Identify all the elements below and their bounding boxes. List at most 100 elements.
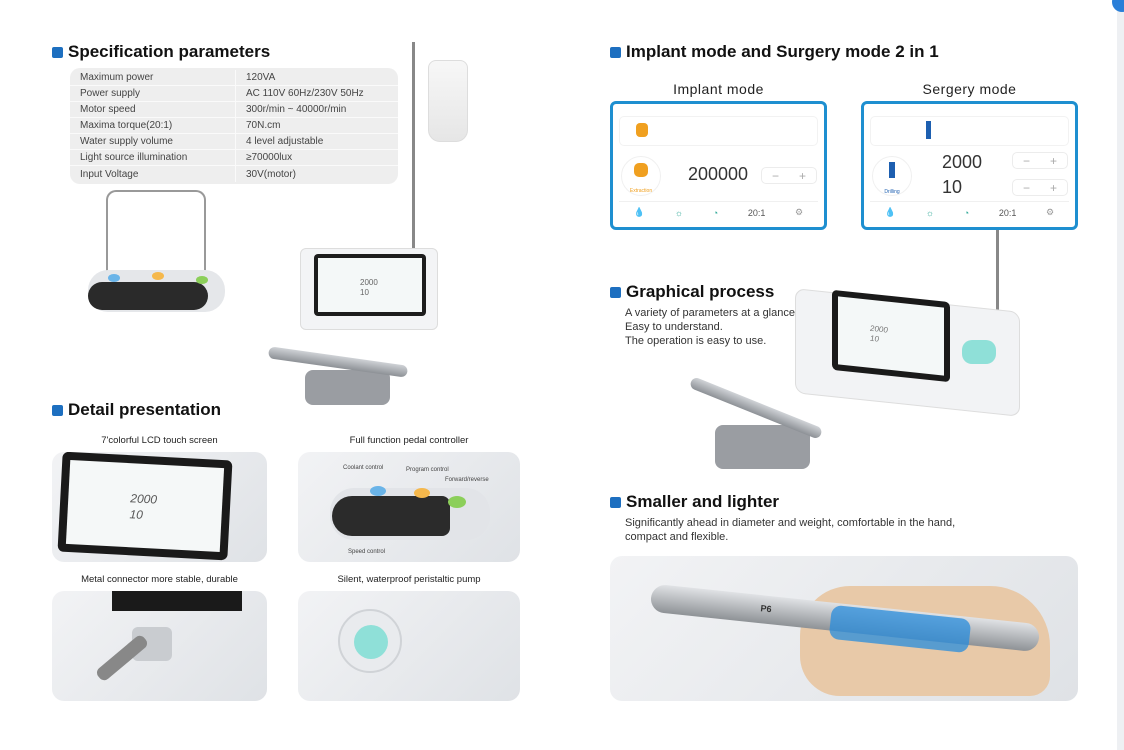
modes-title: Implant mode and Surgery mode 2 in 1 [626, 42, 939, 61]
spec-value: 300r/min ~ 40000r/min [246, 104, 347, 115]
surgery-toolbar: 💧 ☼ ◔ 20:1 ⚙ [870, 201, 1069, 223]
iv-pole [412, 42, 415, 252]
extraction-icon: Extraction [621, 156, 661, 196]
spec-key: Motor speed [70, 102, 236, 117]
settings-icon[interactable]: ⚙ [1046, 207, 1055, 217]
console-speed: 2000 [360, 278, 378, 287]
plus-button[interactable]: + [1049, 180, 1057, 195]
right-edge-strip [1117, 0, 1124, 750]
plus-button[interactable]: + [798, 168, 806, 183]
surgery-icon-label: Drilling [884, 189, 900, 195]
text-line: Significantly ahead in diameter and weig… [625, 517, 956, 529]
implant-toolbar: 💧 ☼ ◔ 20:1 ⚙ [619, 201, 818, 223]
label-direction: Forward/reverse [445, 477, 489, 483]
label-speed: Speed control [348, 549, 386, 555]
implant-stepper[interactable]: −+ [761, 167, 817, 184]
spec-value: AC 110V 60Hz/230V 50Hz [246, 88, 364, 99]
implant-screen: Extraction 200000 −+ 💧☼◔20:1⚙ [610, 101, 827, 230]
text-line: compact and flexible. [625, 531, 729, 543]
spec-key: Power supply [70, 86, 236, 101]
caption-lcd: 7'colorful LCD touch screen [101, 435, 218, 446]
handpiece-model: P6 [760, 603, 773, 615]
corner-badge-icon [1112, 0, 1124, 12]
caption-connector: Metal connector more stable, durable [81, 574, 238, 585]
spec-table: Maximum power 120VA Power supply AC 110V 60… [70, 68, 398, 184]
settings-icon[interactable]: ⚙ [795, 207, 804, 217]
label-program: Program control [406, 467, 449, 473]
caption-pedal: Full function pedal controller [349, 435, 469, 446]
label-coolant: Coolant control [343, 465, 384, 471]
implant-tabs[interactable] [619, 116, 818, 146]
ratio[interactable]: 20:1 [747, 207, 766, 218]
console-torque: 10 [360, 288, 369, 297]
plus-button[interactable]: + [1049, 153, 1057, 168]
pedal-photo: Coolant control Program control Forward/… [298, 452, 520, 562]
implant-icon-label: Extraction [629, 188, 653, 194]
spec-value: 120VA [246, 72, 276, 83]
implant-value: 200000 [688, 164, 749, 184]
spec-key: Light source illumination [70, 150, 236, 165]
implant-mode-label: Implant mode [673, 81, 764, 97]
detail-title: Detail presentation [68, 400, 222, 419]
graphical-heading: Graphical process [610, 282, 774, 302]
speed-stepper[interactable]: −+ [1012, 152, 1068, 169]
surgery-screen: Drilling 2000 10 −+ −+ 💧☼◔20:1⚙ [861, 101, 1078, 230]
surgery-mode-label: Sergery mode [922, 81, 1017, 97]
lcd-torque: 10 [129, 507, 144, 522]
text-line: A variety of parameters at a glance. [625, 307, 799, 319]
ratio[interactable]: 20:1 [998, 207, 1017, 218]
spec-key: Maximum power [70, 70, 236, 85]
console-screen: 2000 10 [314, 254, 426, 316]
surgery-torque: 10 [942, 177, 963, 197]
handpiece-stand [305, 370, 390, 405]
water-icon[interactable]: 💧 [633, 207, 646, 217]
graphical-title: Graphical process [626, 282, 775, 301]
heading-marker-icon [52, 404, 63, 416]
spec-heading: Specification parameters [52, 42, 270, 62]
spec-row: Maximum power 120VA [70, 70, 398, 86]
direction-button [196, 276, 208, 284]
detail-heading: Detail presentation [52, 400, 221, 420]
spec-key: Water supply volume [70, 134, 236, 149]
caption-pump: Silent, waterproof peristaltic pump [337, 574, 481, 585]
surgery-tabs[interactable] [870, 116, 1069, 146]
pedal-frame [106, 190, 206, 280]
heading-marker-icon [610, 46, 621, 58]
spec-value: 70N.cm [246, 120, 281, 131]
gauge-icon[interactable]: ◔ [712, 207, 719, 218]
minus-button[interactable]: − [1022, 153, 1030, 168]
hand-photo: P6 [610, 556, 1078, 701]
surgery-speed: 2000 [942, 152, 983, 172]
heading-marker-icon [52, 46, 63, 58]
tooth-icon [636, 123, 648, 137]
smaller-title: Smaller and lighter [626, 492, 780, 511]
drill-icon [926, 121, 931, 139]
water-icon[interactable]: 💧 [884, 207, 897, 217]
pump-photo [298, 591, 520, 701]
device-speed: 2000 [870, 323, 888, 335]
minus-button[interactable]: − [1022, 180, 1030, 195]
connector-photo [52, 591, 267, 701]
smaller-heading: Smaller and lighter [610, 492, 779, 512]
minus-button[interactable]: − [771, 168, 779, 183]
lcd-speed: 2000 [130, 491, 158, 507]
spec-row: Motor speed 300r/min ~ 40000r/min [70, 102, 398, 118]
heading-marker-icon [610, 286, 621, 298]
torque-stepper[interactable]: −+ [1012, 179, 1068, 196]
text-line: The operation is easy to use. [625, 335, 767, 347]
graphical-text: A variety of parameters at a glance. Eas… [625, 306, 798, 348]
light-icon[interactable]: ☼ [674, 207, 683, 218]
gauge-icon[interactable]: ◔ [963, 207, 970, 218]
smaller-text: Significantly ahead in diameter and weig… [625, 516, 955, 544]
spec-row: Water supply volume 4 level adjustable [70, 134, 398, 150]
pedal-pad [88, 282, 208, 310]
spec-value: 4 level adjustable [246, 136, 324, 147]
device-torque: 10 [870, 333, 879, 344]
spec-row: Maxima torque(20:1)70N.cm [70, 118, 398, 134]
program-button [152, 272, 164, 280]
light-icon[interactable]: ☼ [925, 207, 934, 218]
spec-title: Specification parameters [68, 42, 271, 61]
modes-heading: Implant mode and Surgery mode 2 in 1 [610, 42, 939, 62]
spec-row: Light source illumination≥70000lux [70, 150, 398, 166]
